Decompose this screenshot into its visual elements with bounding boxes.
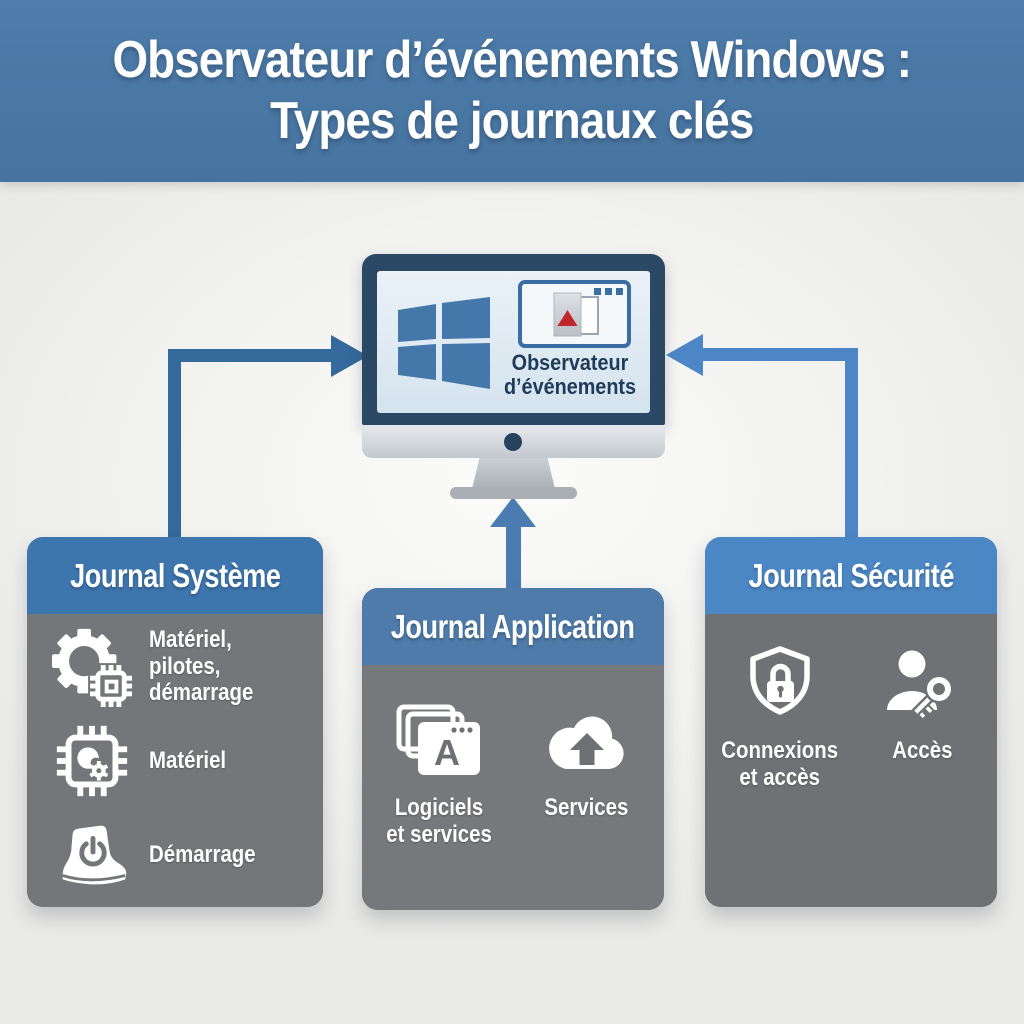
item-label: Connexions et accès [721,737,839,791]
arrow-middle-vertical [506,524,521,604]
log-box-application: Journal Application A Logiciels et servi… [362,588,664,910]
arrow-middle-head-icon [490,497,536,527]
item-label: Démarrage [149,840,256,868]
item-label: Matériel [149,746,227,774]
arrow-right-head-icon [666,334,703,376]
gear-chip-icon [51,628,133,708]
item-label: Logiciels et services [386,794,493,848]
title-banner: Observateur d’événements Windows : Types… [0,0,1024,182]
event-viewer-label: Observateur d’événements [503,350,637,400]
book-back-cover [579,296,599,335]
log-box-systeme: Journal Système [27,537,323,907]
box-body-application: A Logiciels et services Services [362,665,664,910]
monitor-button-icon [504,433,522,451]
log-item-logiciels: A Logiciels et services [370,703,509,849]
shield-lock-icon [750,646,810,715]
monitor-stand-base [450,487,577,499]
log-item-acces: Accès [855,642,989,792]
monitor-illustration: Observateur d’événements [362,254,665,500]
monitor-screen: Observateur d’événements [377,271,650,413]
arrow-left-head-icon [331,335,368,377]
monitor-stand-neck [472,458,555,489]
log-item-services: Services [517,703,656,849]
box-body-securite: Connexions et accès Ac [705,614,997,907]
user-key-icon [887,650,954,721]
item-label: Matériel, pilotes, démarrage [149,625,254,707]
box-header-systeme: Journal Système [27,537,323,614]
box-body-systeme: Matériel, pilotes, démarrage [27,614,323,907]
log-item-materiel: Matériel [27,714,323,808]
event-viewer-window-icon [518,280,631,348]
arrow-right-horizontal [703,348,858,361]
item-label: Accès [891,737,953,764]
arrow-right-vertical [845,352,858,547]
box-header-application: Journal Application [362,588,664,665]
box-title-securite: Journal Sécurité [748,556,954,594]
log-box-securite: Journal Sécurité Connexions et accès [705,537,997,907]
box-title-systeme: Journal Système [69,556,281,594]
log-item-demarrage: Démarrage [27,808,323,902]
log-item-connexions: Connexions et accès [713,642,847,792]
page-title: Observateur d’événements Windows : Types… [112,30,913,150]
box-header-securite: Journal Sécurité [705,537,997,614]
windows-logo-icon [398,297,490,389]
chip-icon [56,725,128,797]
box-title-application: Journal Application [391,607,635,645]
boot-power-icon [62,825,127,885]
alert-triangle-icon [557,310,578,326]
apps-stack-icon: A [396,704,480,775]
item-label: Services [544,794,629,821]
arrow-left-horizontal [168,349,331,362]
log-item-materiel-pilotes: Matériel, pilotes, démarrage [27,620,323,714]
arrow-left-vertical [168,352,181,552]
cloud-upload-icon [549,716,625,770]
svg-text:A: A [434,732,460,773]
